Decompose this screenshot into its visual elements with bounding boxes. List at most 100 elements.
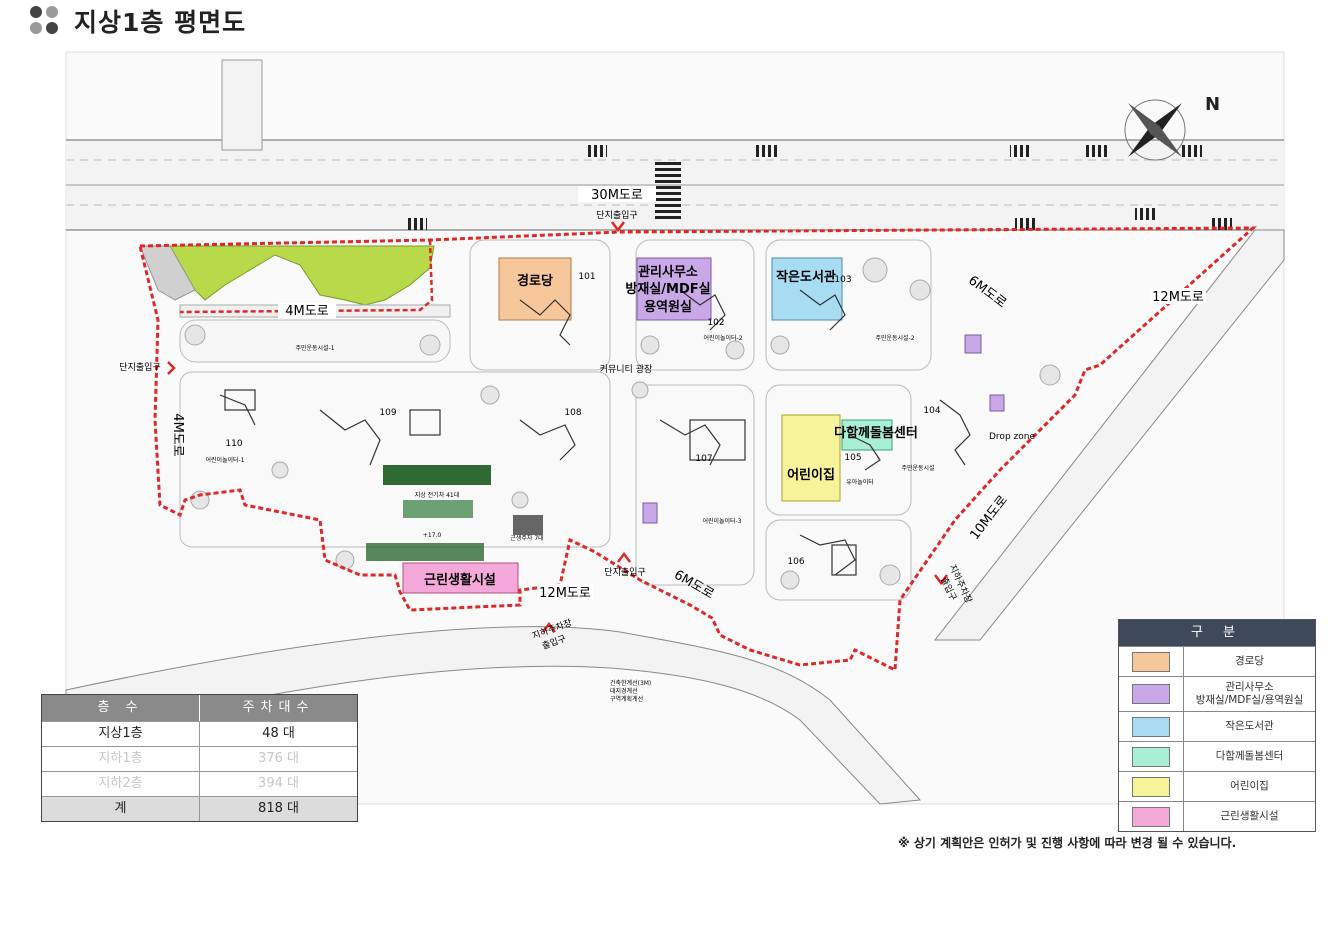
parking-table-header: 층 수 주차대수 — [42, 695, 357, 721]
building-number: 110 — [225, 439, 242, 449]
small-label: 어린이놀이터-2 — [703, 334, 742, 342]
page-title: 지상1층 평면도 — [74, 8, 247, 37]
facility-retail-block — [402, 562, 519, 594]
parking-table: 층 수 주차대수 지상1층 48 대 지하1층 376 대 지하2층 394 대… — [41, 694, 358, 822]
facility-daycare-block — [781, 414, 841, 502]
dropzone-label: Drop zone — [989, 432, 1035, 442]
legend-swatch — [1132, 746, 1170, 767]
small-label: 주민운동시설-2 — [875, 334, 914, 342]
legend-label: 작은도서관 — [1225, 720, 1274, 732]
small-label: 어린이놀이터-1 — [205, 456, 244, 464]
legend-row: 경로당 — [1119, 646, 1315, 676]
building-number: 103 — [834, 275, 851, 285]
legend-label: 어린이집 — [1230, 780, 1269, 792]
parking-floor: 지하2층 — [42, 772, 200, 796]
facility-library-block — [771, 257, 843, 321]
footnote: ※ 상기 계획안은 인허가 및 진행 사항에 따라 변경 될 수 있습니다. — [898, 836, 1237, 850]
parking-row: 지상1층 48 대 — [42, 721, 357, 746]
green-area — [169, 245, 435, 306]
facility-label-mgmt-3: 용역원실 — [644, 299, 692, 315]
legend-row: 어린이집 — [1119, 771, 1315, 801]
road-bottom — [65, 626, 922, 805]
building-number: 104 — [923, 406, 940, 416]
road-right — [933, 229, 1285, 641]
legend-swatch — [1132, 684, 1170, 704]
road-label-30m: 30M도로 — [591, 188, 643, 203]
building-number: 107 — [695, 454, 712, 464]
legend-table: 구 분 경로당 관리사무소 방재실/MDF실/용역원실 작은도서관 다함께돌봄센… — [1118, 619, 1316, 832]
site-boundary — [138, 226, 1257, 673]
dot-icon — [46, 22, 58, 34]
parking-row: 지하2층 394 대 — [42, 771, 357, 796]
tree-symbols — [184, 257, 1061, 590]
facility-label-retail: 근린생활시설 — [424, 572, 496, 588]
legend-swatch — [1132, 776, 1170, 797]
legend-label: 다함께돌봄센터 — [1215, 750, 1284, 762]
building-number: 105 — [844, 453, 861, 463]
building-number: 108 — [564, 408, 581, 418]
dot-icon — [30, 6, 42, 18]
legend-swatch — [1132, 651, 1170, 672]
entrance-label-top: 단지출입구 — [596, 209, 637, 221]
parking-count: 394 대 — [258, 776, 299, 791]
facility-senior-block — [498, 257, 572, 321]
legend-label: 근린생활시설 — [1220, 810, 1279, 822]
building-number: 109 — [379, 408, 396, 418]
facility-label-daycare: 어린이집 — [787, 467, 835, 483]
legend-title: 구 분 — [1119, 620, 1315, 646]
small-label: 주민운동시설-1 — [295, 344, 334, 352]
building-number: 106 — [787, 557, 804, 567]
legend-row: 작은도서관 — [1119, 711, 1315, 741]
legend-swatch — [1132, 806, 1170, 827]
legend-row: 다함께돌봄센터 — [1119, 741, 1315, 771]
legend-label: 관리사무소 방재실/MDF실/용역원실 — [1195, 681, 1304, 706]
road-label-12m-bottom: 12M도로 — [539, 586, 591, 601]
legend-swatch — [1132, 716, 1170, 737]
facility-label-senior: 경로당 — [517, 273, 553, 289]
dot-icon — [46, 6, 58, 18]
title-dots-icon — [30, 6, 60, 36]
parking-floor: 계 — [42, 797, 200, 821]
legend-label: 경로당 — [1235, 655, 1264, 667]
entrance-markers — [167, 221, 948, 633]
legend-row: 관리사무소 방재실/MDF실/용역원실 — [1119, 676, 1315, 711]
parking-count: 376 대 — [258, 751, 299, 766]
road-label-4m-left: 4M도로 — [170, 413, 185, 456]
crosswalk-top — [655, 160, 681, 220]
svg-text:N: N — [1205, 94, 1220, 115]
ev-parking-row — [383, 465, 491, 485]
small-label: 대지경계선 — [610, 687, 638, 695]
parking-row: 지하1층 376 대 — [42, 746, 357, 771]
small-label: 근생주차 7대 — [510, 534, 543, 542]
dot-icon — [30, 22, 42, 34]
facility-label-mgmt-2: 방재실/MDF실 — [625, 281, 710, 297]
parking-header-floor: 층 수 — [42, 695, 200, 721]
parking-count: 48 대 — [262, 726, 295, 741]
small-label: 건축한계선(3M) — [610, 679, 651, 687]
facility-care-block — [841, 419, 893, 451]
parking-header-count: 주차대수 — [242, 700, 315, 715]
small-label: 주민운동시설 — [901, 464, 934, 472]
small-label: 구역계획계선 — [610, 695, 643, 703]
entrance-label-bottom: 단지출입구 — [604, 566, 645, 578]
parking-floor: 지하1층 — [42, 747, 200, 771]
building-number: 101 — [578, 272, 595, 282]
page-header: 지상1층 평면도 — [30, 4, 246, 38]
north-compass-icon: N — [1124, 94, 1220, 161]
entrance-label-left: 단지출입구 — [119, 361, 160, 373]
road-label-12m-right: 12M도로 — [1152, 290, 1204, 305]
parking-floor: 지상1층 — [42, 722, 200, 746]
small-label: +17.0 — [423, 532, 442, 539]
plaza-label: 커뮤니티 광장 — [600, 363, 653, 375]
facility-label-library: 작은도서관 — [776, 269, 836, 285]
building-outlines — [219, 289, 971, 576]
parking-row-total: 계 818 대 — [42, 796, 357, 821]
small-label: 어린이놀이터-3 — [702, 517, 741, 525]
facility-label-mgmt-1: 관리사무소 — [638, 264, 698, 280]
small-label: 지상 전기차 41대 — [415, 491, 460, 499]
facility-mgmt-block — [636, 257, 712, 321]
parking-count: 818 대 — [258, 801, 299, 816]
building-number: 102 — [707, 318, 724, 328]
facility-label-care: 다함께돌봄센터 — [834, 425, 918, 441]
